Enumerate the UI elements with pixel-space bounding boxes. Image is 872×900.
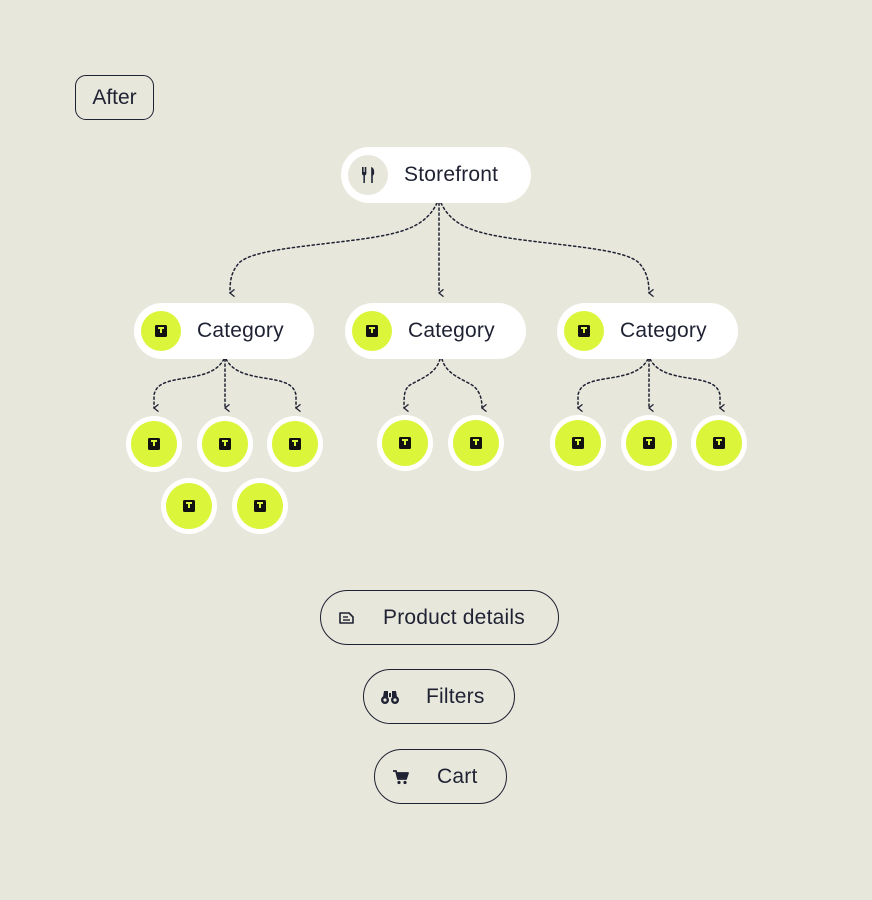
book-icon — [572, 437, 584, 449]
document-icon — [337, 608, 357, 628]
category-node-1: Category — [134, 303, 314, 359]
storefront-node: Storefront — [341, 147, 531, 203]
edge-category-1-product-1 — [152, 358, 225, 413]
category-label-3: Category — [620, 319, 707, 342]
storefront-label: Storefront — [404, 163, 499, 186]
edge-category-2-product-2 — [441, 358, 487, 413]
book-icon — [470, 437, 482, 449]
fork-knife-icon — [348, 155, 388, 195]
product-node — [232, 478, 288, 534]
category-label-1: Category — [197, 319, 284, 342]
product-node — [691, 415, 747, 471]
edge-category-2-product-1 — [402, 358, 441, 413]
book-icon — [564, 311, 604, 351]
after-tag-label: After — [92, 85, 137, 109]
book-icon — [254, 500, 266, 512]
after-tag: After — [75, 75, 154, 120]
book-icon — [399, 437, 411, 449]
book-icon — [141, 311, 181, 351]
book-icon — [219, 438, 231, 450]
edge-category-3-product-1 — [576, 358, 649, 413]
feature-label: Cart — [437, 764, 478, 788]
edge-category-1-product-3 — [225, 358, 301, 413]
feature-label: Product details — [383, 605, 525, 629]
book-icon — [643, 437, 655, 449]
shopping-cart-icon — [391, 767, 411, 787]
category-node-3: Category — [557, 303, 738, 359]
category-node-2: Category — [345, 303, 526, 359]
feature-label: Filters — [426, 684, 485, 708]
product-node — [126, 416, 182, 472]
binoculars-icon — [380, 687, 400, 707]
feature-filters: Filters — [363, 669, 515, 724]
book-icon — [352, 311, 392, 351]
book-icon — [289, 438, 301, 450]
edge-category-3-product-3 — [649, 358, 725, 413]
product-node — [267, 416, 323, 472]
category-label-2: Category — [408, 319, 495, 342]
product-node — [448, 415, 504, 471]
product-node — [377, 415, 433, 471]
product-node — [621, 415, 677, 471]
product-node — [161, 478, 217, 534]
product-node — [197, 416, 253, 472]
book-icon — [183, 500, 195, 512]
feature-product-details: Product details — [320, 590, 559, 645]
feature-cart: Cart — [374, 749, 507, 804]
edge-root-category-3 — [440, 202, 654, 298]
book-icon — [148, 438, 160, 450]
product-node — [550, 415, 606, 471]
book-icon — [713, 437, 725, 449]
edge-root-category-1 — [228, 202, 438, 298]
